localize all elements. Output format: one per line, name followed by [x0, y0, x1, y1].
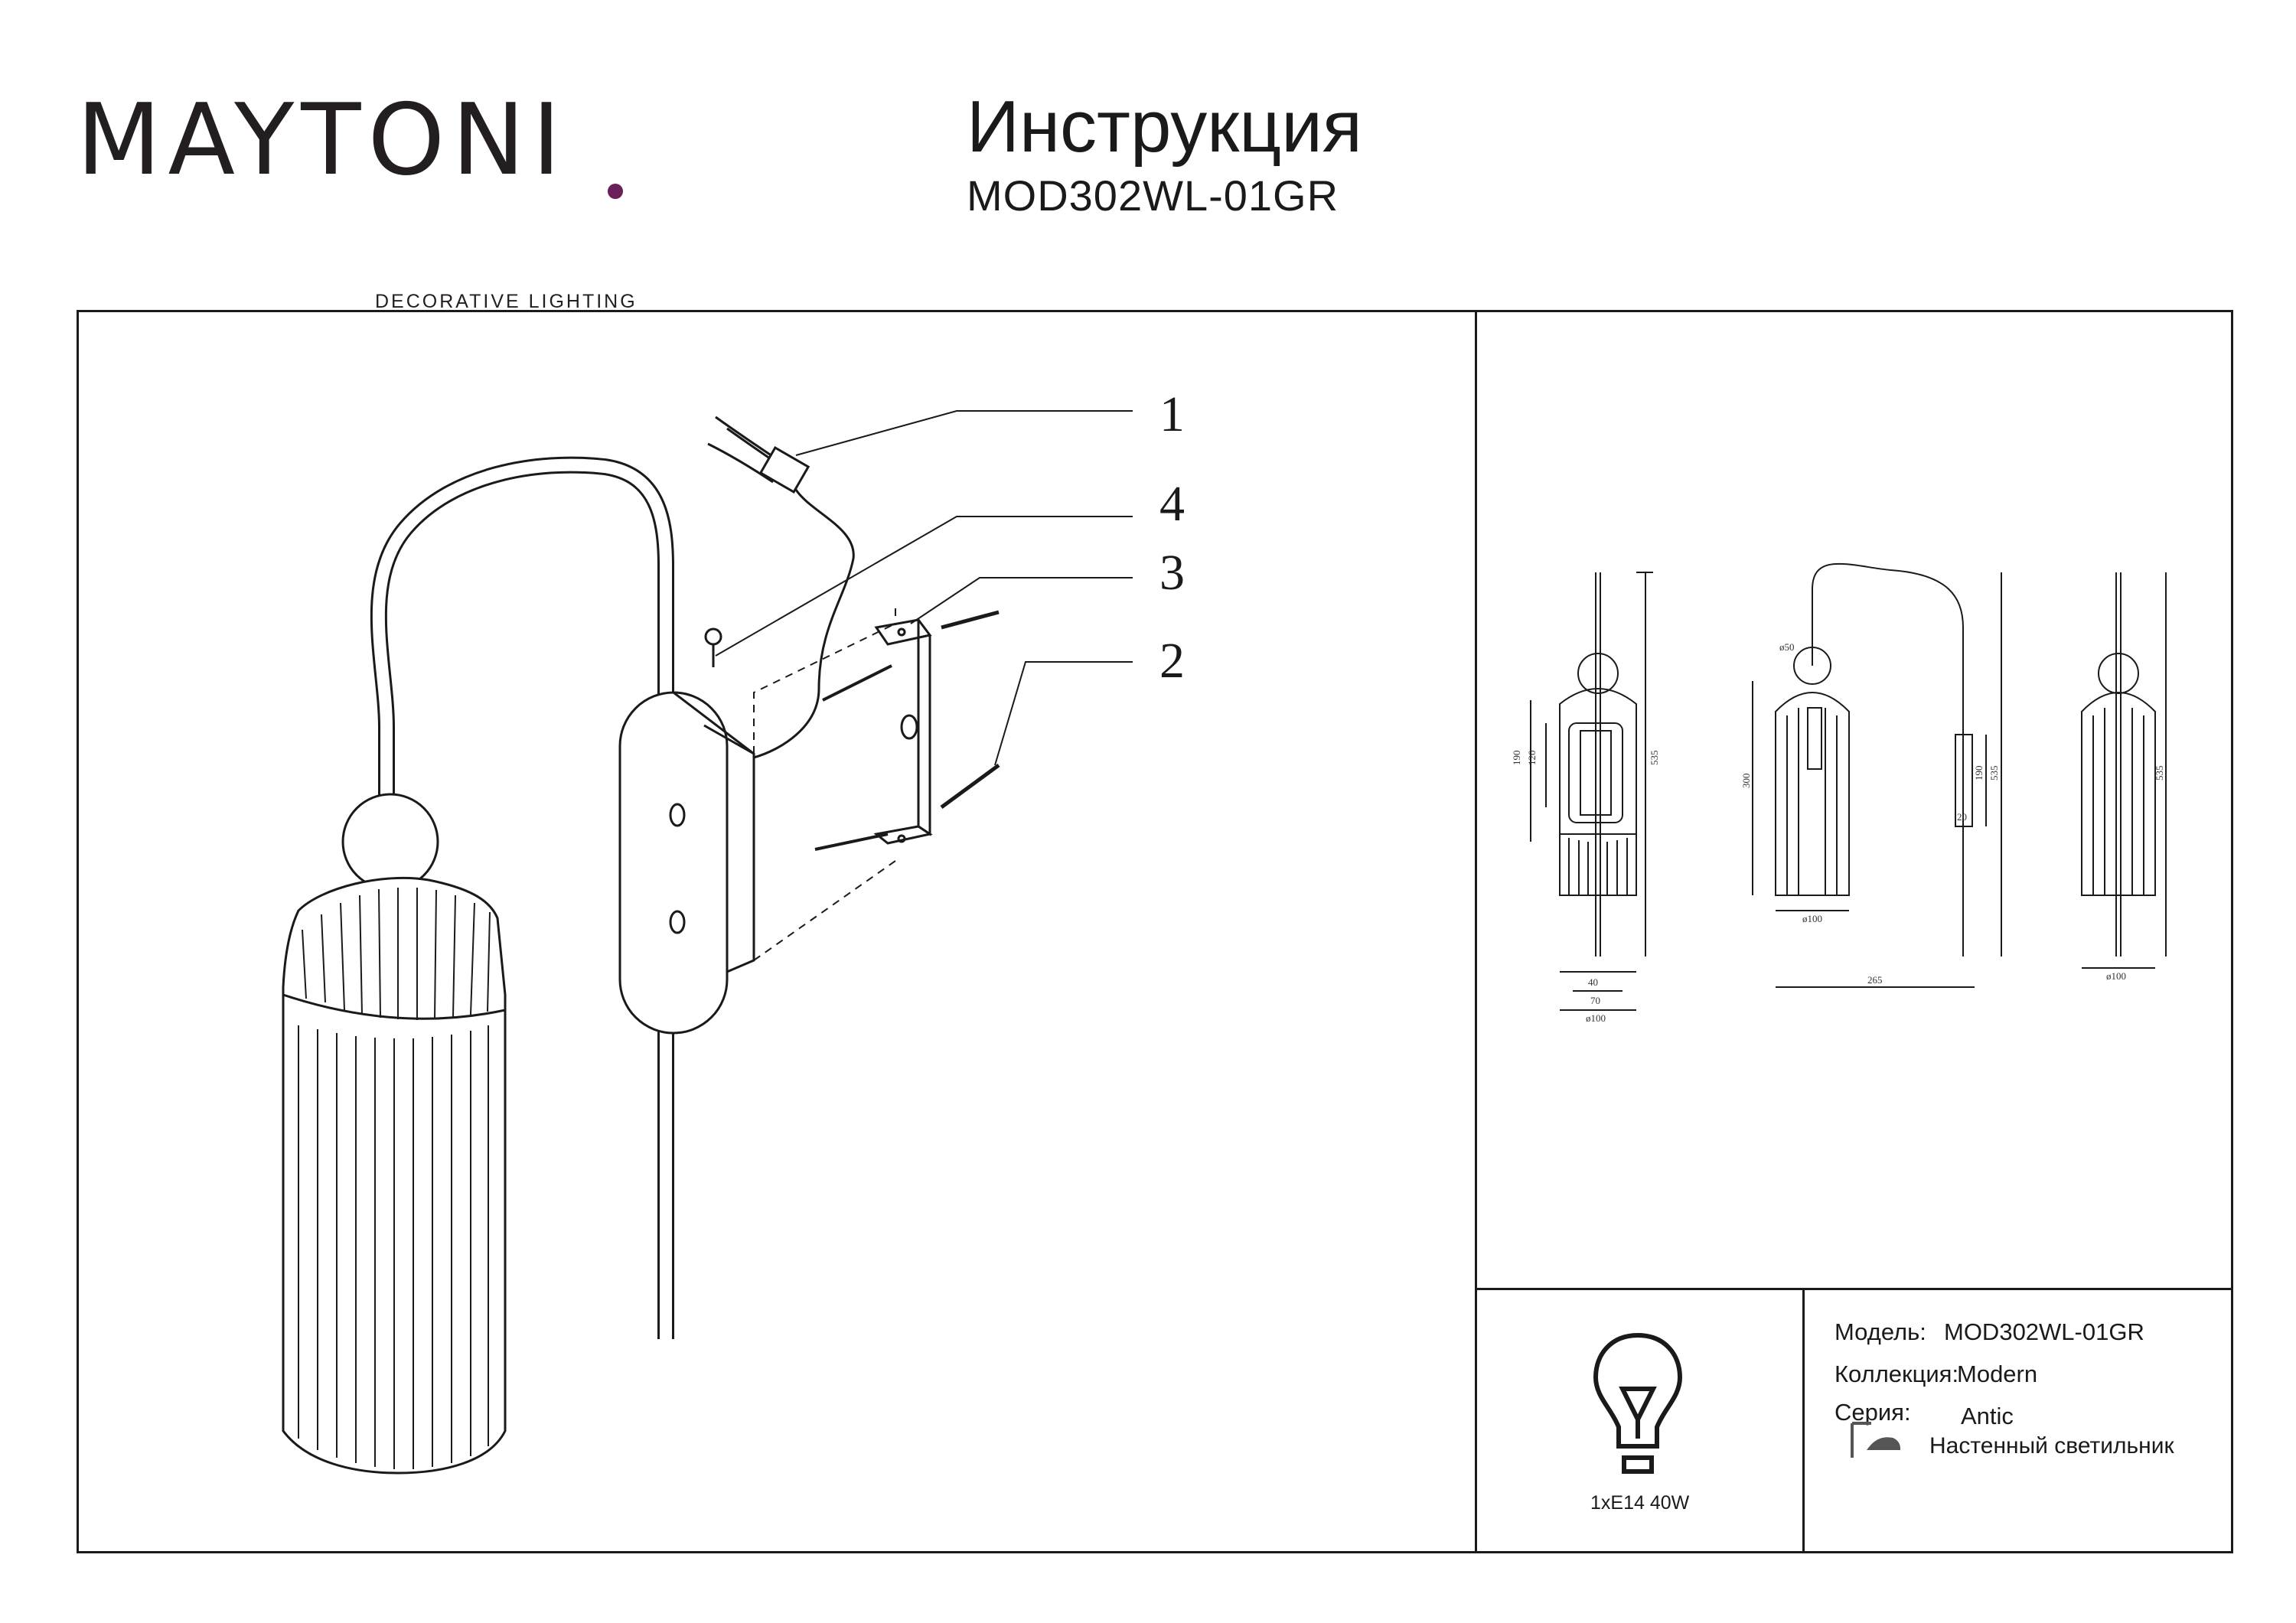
lamp-arm [370, 456, 674, 1339]
brand-tagline: DECORATIVE LIGHTING [375, 291, 638, 312]
screws [814, 610, 1000, 851]
frame-divider-info [1802, 1288, 1805, 1553]
svg-text:190: 190 [1511, 751, 1522, 766]
callout-2: 2 [1159, 633, 1185, 689]
svg-text:ø100: ø100 [1586, 1012, 1606, 1024]
svg-text:40: 40 [1588, 976, 1598, 988]
svg-text:300: 300 [1740, 774, 1752, 789]
svg-text:535: 535 [1649, 751, 1660, 766]
collection-value: Modern [1957, 1361, 2038, 1387]
series-label: Серия: [1835, 1399, 1911, 1426]
light-bulb-icon [1593, 1332, 1683, 1474]
back-view [2081, 572, 2167, 969]
mounting-bracket [873, 618, 933, 845]
svg-text:535: 535 [2154, 766, 2165, 781]
model-value: MOD302WL-01GR [1944, 1318, 2144, 1345]
frame-divider-horizontal [1475, 1288, 2233, 1290]
wires-and-terminal [707, 416, 855, 759]
fixture-type: Настенный светильник [1929, 1433, 2174, 1458]
wall-lamp-icon [1851, 1422, 1901, 1458]
front-view [1530, 572, 1653, 1011]
brand-logo: MAYTONI DECORATIVE LIGHTING [77, 92, 635, 313]
brand-name: MAYTONI [77, 83, 568, 197]
wall-plate [618, 691, 755, 1035]
svg-text:ø100: ø100 [2106, 970, 2126, 982]
svg-text:70: 70 [1590, 995, 1600, 1006]
assembly-guide-lines [753, 608, 896, 961]
svg-text:535: 535 [1988, 766, 2000, 781]
callout-leaders [715, 410, 1133, 766]
svg-text:ø50: ø50 [1779, 641, 1795, 653]
callout-4: 4 [1159, 476, 1185, 532]
document-model-number: MOD302WL-01GR [967, 171, 1339, 220]
collection-label: Коллекция: [1835, 1361, 1959, 1387]
lamp-shade [282, 876, 507, 1475]
logo-accent-dot [608, 184, 623, 199]
svg-text:120: 120 [1526, 751, 1538, 766]
dimension-labels: 190 120 535 40 70 ø100 ø50 300 190 535 2… [1511, 641, 2165, 1024]
svg-text:265: 265 [1867, 974, 1883, 986]
callout-3: 3 [1159, 545, 1185, 601]
side-view [1752, 562, 2002, 988]
callout-numbers: 1 4 3 2 [1159, 386, 1185, 689]
small-screw [704, 627, 722, 667]
series-value: Antic [1961, 1403, 2014, 1429]
frame-divider-vertical [1475, 310, 1477, 1553]
svg-text:ø100: ø100 [1802, 913, 1822, 924]
document-title: Инструкция [967, 86, 1362, 168]
callout-1: 1 [1159, 386, 1185, 442]
svg-text:190: 190 [1973, 766, 1985, 781]
drawing-frame [77, 310, 2233, 1553]
model-label: Модель: [1835, 1318, 1926, 1345]
svg-text:20: 20 [1957, 811, 1967, 823]
lamp-ball [341, 793, 439, 891]
lamp-rating: 1xE14 40W [1590, 1492, 1690, 1514]
dimension-views [1530, 562, 2167, 1011]
